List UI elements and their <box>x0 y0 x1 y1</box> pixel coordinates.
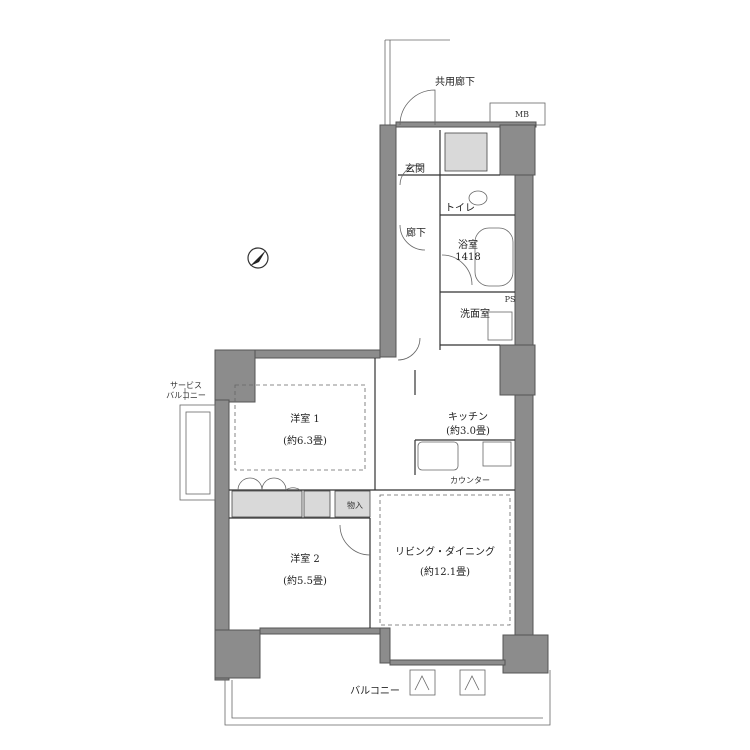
service-balcony <box>179 388 216 501</box>
washroom-label: 洗面室 <box>460 307 490 320</box>
bathroom-size: 1418 <box>455 252 480 263</box>
western-room-1-size: (約6.3畳) <box>283 434 327 447</box>
washbasin <box>487 311 513 341</box>
evacuation-hatch <box>409 669 436 696</box>
hallway-label: 廊下 <box>406 226 426 239</box>
living-dining-size: (約12.1畳) <box>420 565 470 578</box>
storage-label: 物入 <box>347 500 363 510</box>
living-dining-label: リビング・ダイニング <box>395 545 495 558</box>
balcony-label: バルコニー <box>350 685 400 697</box>
closets <box>231 132 488 518</box>
toilet-fixture <box>468 190 488 206</box>
entrance-label: 玄関 <box>405 162 425 175</box>
common-corridor-area <box>384 39 450 125</box>
compass-north-icon <box>247 247 269 269</box>
evacuation-hatch <box>459 669 486 696</box>
walls <box>214 121 549 681</box>
service-balcony-label-1: サービス <box>170 381 202 390</box>
meter-box-label: MB <box>515 110 529 119</box>
common-corridor-label: 共用廊下 <box>435 75 475 88</box>
western-room-2-label: 洋室 2 <box>290 552 320 565</box>
balcony <box>224 669 551 726</box>
bathtub <box>474 227 514 287</box>
counter-label: カウンター <box>450 476 490 485</box>
kitchen-label: キッチン <box>448 411 488 423</box>
toilet-label: トイレ <box>445 203 475 214</box>
stove <box>482 441 512 467</box>
doors <box>237 89 473 556</box>
kitchen-sink <box>417 441 459 471</box>
fixtures <box>234 190 514 626</box>
partitions <box>229 130 515 628</box>
western-room-2-size: (約5.5畳) <box>283 574 327 587</box>
kitchen-size: (約3.0畳) <box>446 424 490 437</box>
service-balcony-label-2: バルコニー <box>166 391 206 400</box>
western-room-1-label: 洋室 1 <box>290 412 320 425</box>
pipe-space-label: PS <box>505 295 516 304</box>
bathroom-label: 浴室 <box>458 238 478 251</box>
